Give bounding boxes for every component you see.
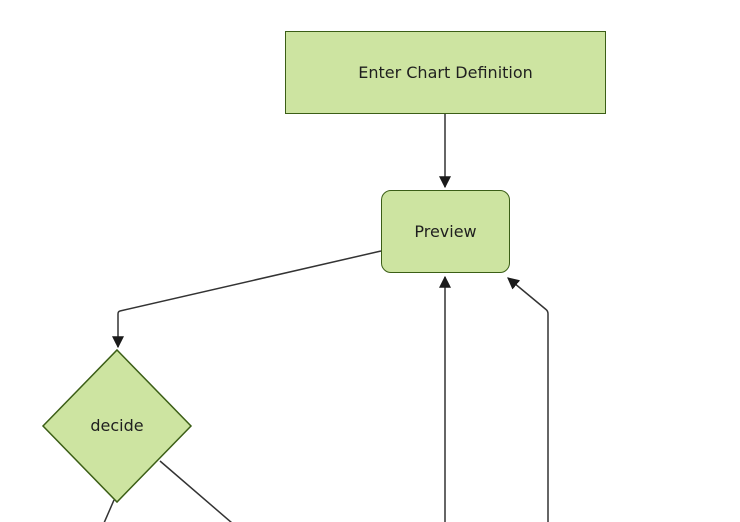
edge-decide-to-bottom bbox=[103, 499, 115, 522]
node-preview[interactable]: Preview bbox=[381, 190, 510, 273]
edge-bottom-right-to-preview bbox=[507, 277, 549, 522]
node-enter-chart-definition-label: Enter Chart Definition bbox=[358, 63, 533, 82]
node-preview-label: Preview bbox=[414, 222, 477, 241]
edge-preview-to-decide bbox=[112, 250, 382, 349]
node-decide-shape[interactable] bbox=[41, 348, 193, 504]
edge-decide-to-bottom-right bbox=[159, 460, 232, 522]
node-enter-chart-definition[interactable]: Enter Chart Definition bbox=[285, 31, 606, 114]
